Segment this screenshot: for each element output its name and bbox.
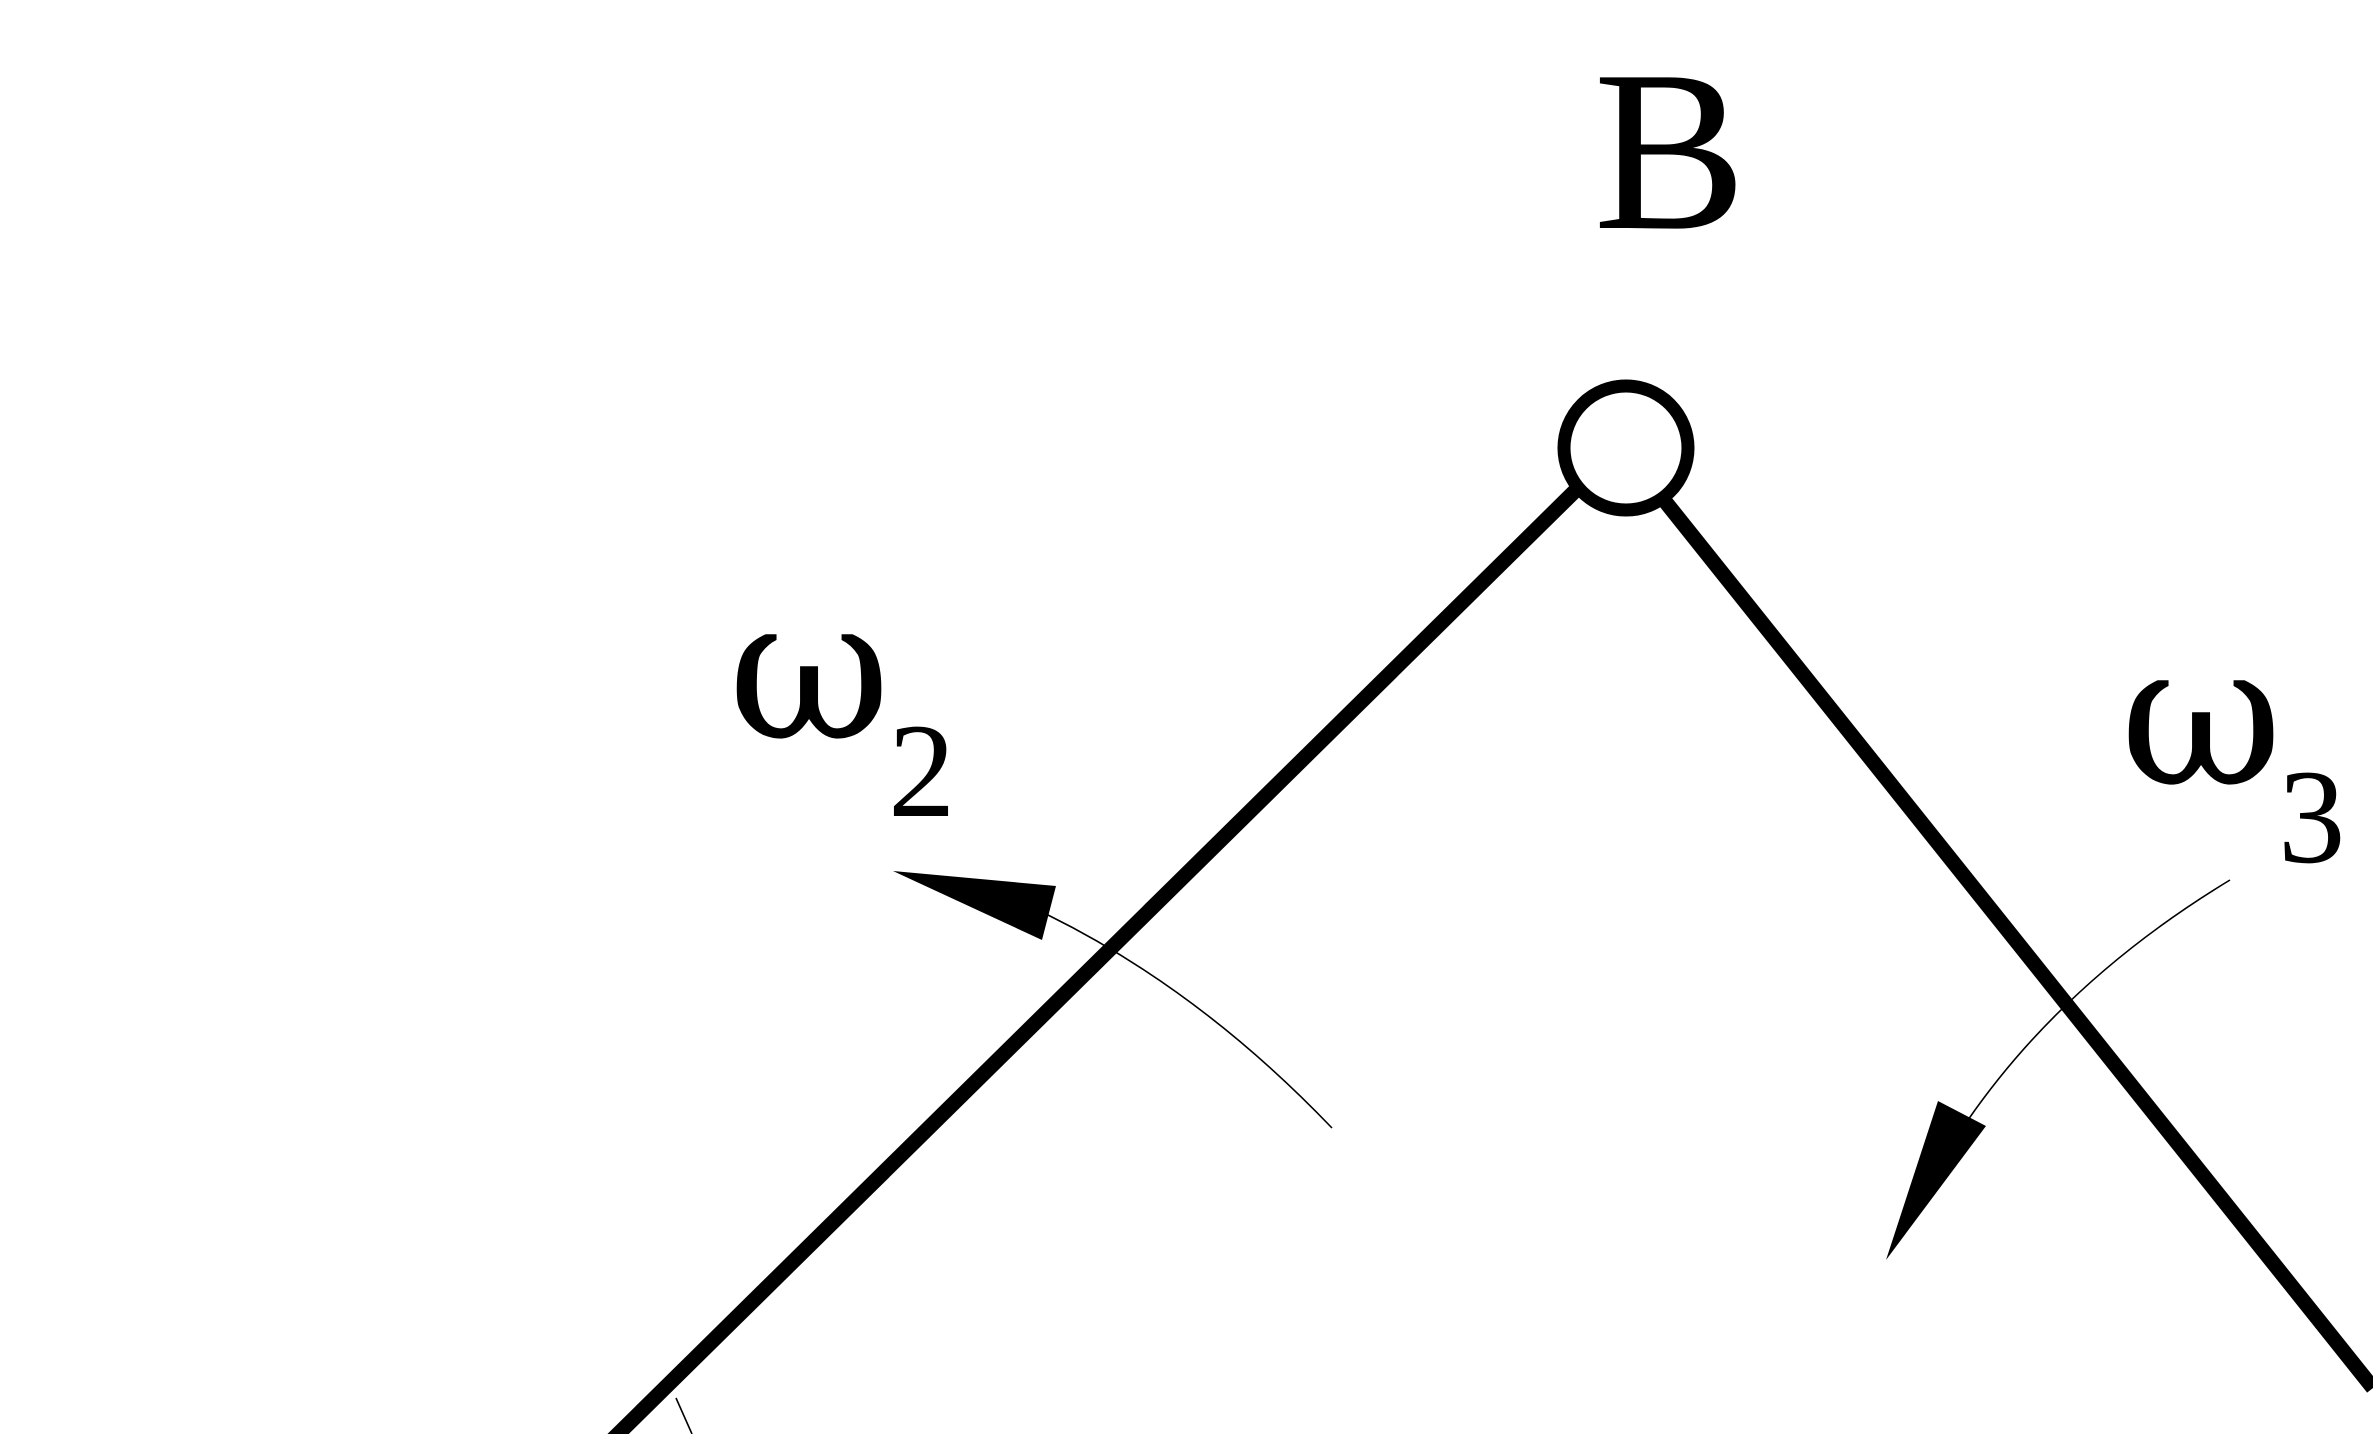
lower-angle-arc [675,1397,693,1434]
omega2-arc [1047,914,1333,1129]
omega3-arc [1967,879,2231,1121]
joint-b-label: B [1593,23,1746,278]
omega2-symbol: ω [728,553,891,786]
omega3-arrowhead [1886,1101,1986,1260]
joint-b-pin [1557,379,1695,517]
omega2-label: ω 2 [728,553,956,846]
omega3-label: ω 3 [2120,599,2346,892]
omega3-symbol: ω [2120,599,2283,832]
omega2-arrowhead [893,871,1056,940]
link-3 [1658,495,2373,1393]
omega2-subscript: 2 [888,697,956,846]
omega3-subscript: 3 [2278,743,2346,892]
link-2 [607,484,1582,1434]
